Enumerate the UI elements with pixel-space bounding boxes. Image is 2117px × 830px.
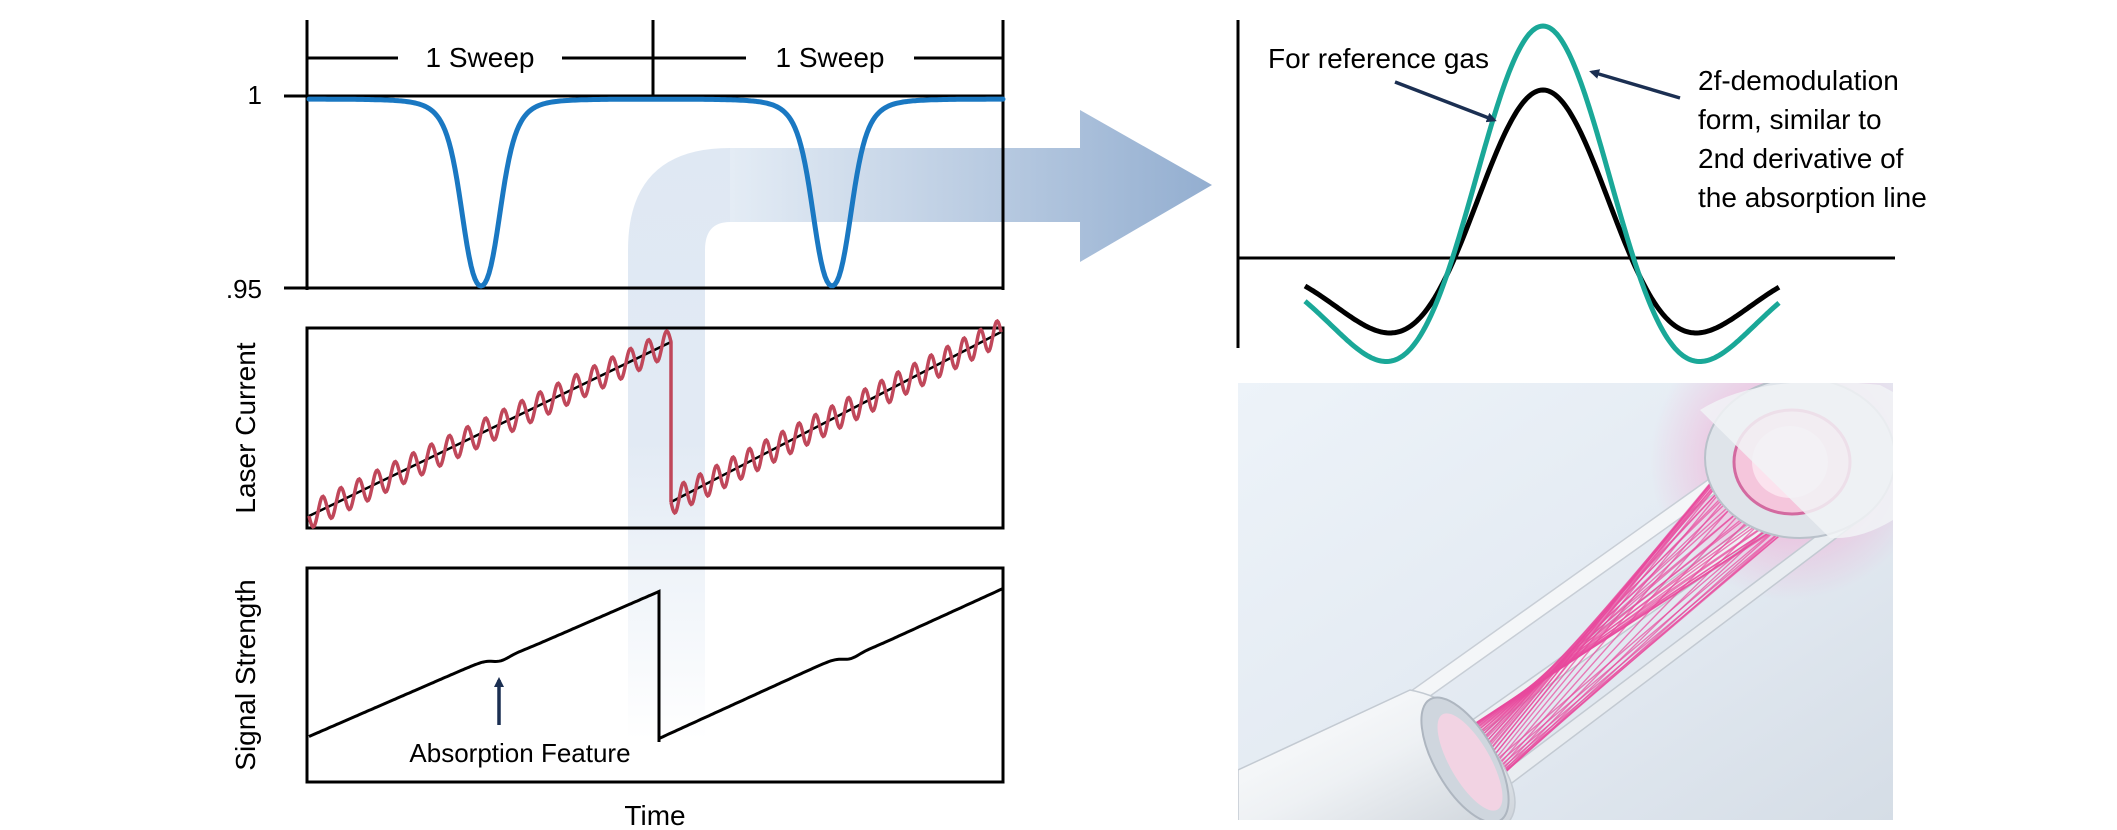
sweep-label-2: 1 Sweep [776,42,885,73]
laser-beam [1483,467,1742,740]
absorption-curve [306,96,1006,289]
laser-current-label: Laser Current [230,342,261,513]
sweep-label-1: 1 Sweep [426,42,535,73]
demodulation-chart: For reference gas 2f-demodulation form, … [1236,20,1927,364]
laser-beam [1481,507,1790,795]
laser-beam [1478,505,1778,798]
demod-label-line-3: 2nd derivative of [1698,143,1904,174]
laser-gas-cell-illustration [1238,383,1893,820]
laser-beam [1476,495,1758,732]
laser-current-frame [305,326,1005,530]
y-tick-label-095: .95 [226,274,262,304]
signal-strength-panel: Signal Strength Absorption Feature Time [230,566,1005,830]
curved-flow-arrow-icon [628,110,1212,740]
demod-label-line-1: 2f-demodulation [1698,65,1899,96]
laser-beam [1478,487,1750,734]
demodulation-curve [1303,23,1781,364]
y-tick-label-1: 1 [248,80,262,110]
transmission-panel: 1 Sweep 1 Sweep 1 .95 [226,20,1006,304]
laser-beam [1481,478,1744,737]
reference-gas-arrow-icon [1394,80,1497,123]
absorption-feature-label: Absorption Feature [409,738,630,768]
time-axis-label: Time [624,800,685,830]
demod-label-line-4: the absorption line [1698,182,1927,213]
laser-beam [1470,487,1750,802]
signal-strength-curve [308,587,1004,742]
laser-beam [1462,456,1741,800]
laser-current-panel: Laser Current [230,318,1005,530]
laser-current-modulation [307,318,1003,530]
reference-gas-label: For reference gas [1268,43,1489,74]
reference-gas-curve [1303,87,1781,336]
laser-beam [1476,501,1767,800]
laser-beam [1488,437,1749,752]
signal-strength-frame [305,566,1005,784]
signal-strength-label: Signal Strength [230,579,261,770]
demod-label-line-2: form, similar to [1698,104,1882,135]
demodulation-arrow-icon [1589,69,1681,100]
